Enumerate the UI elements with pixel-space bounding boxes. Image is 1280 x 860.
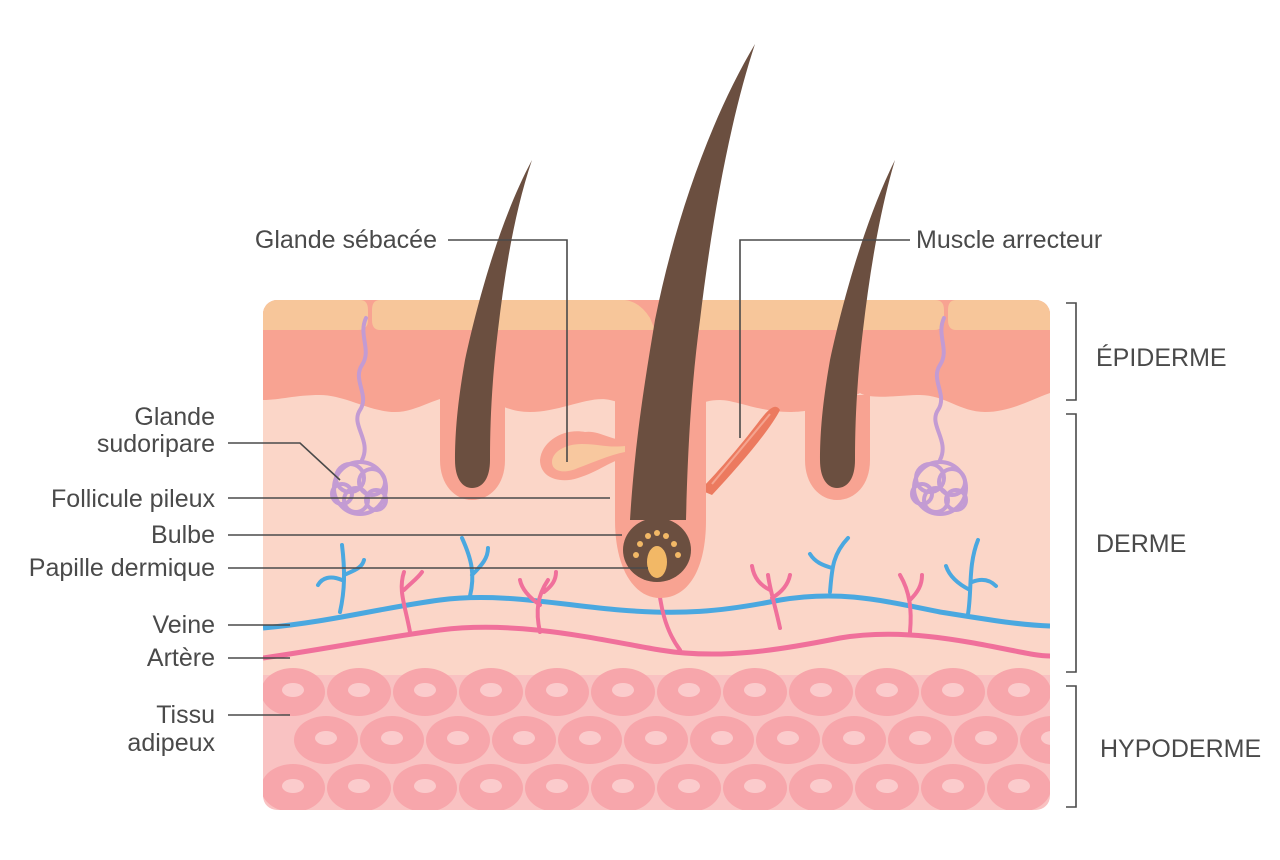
fat-cell-nucleus <box>546 779 568 793</box>
label-arrector-muscle: Muscle arrecteur <box>916 226 1102 254</box>
fat-cell-nucleus <box>513 731 535 745</box>
label-adipose-line1: Tissu <box>156 701 215 729</box>
fat-cell-nucleus <box>810 683 832 697</box>
dermal-papilla <box>647 546 667 578</box>
label-vein: Veine <box>152 611 215 639</box>
fat-cell-nucleus <box>711 731 733 745</box>
label-bulb: Bulbe <box>151 521 215 549</box>
fat-cell-nucleus <box>447 731 469 745</box>
fat-cell-nucleus <box>348 779 370 793</box>
fat-cell-nucleus <box>678 683 700 697</box>
sweat-gland-left <box>330 316 388 516</box>
layer-label-dermis: DERME <box>1096 530 1186 558</box>
skin-block <box>263 300 1117 812</box>
fat-cell-nucleus <box>1074 779 1096 793</box>
hypodermis-bracket <box>1066 685 1077 808</box>
hair-shaft-central <box>630 44 755 520</box>
fat-cell-nucleus <box>480 683 502 697</box>
fat-cell-nucleus <box>480 779 502 793</box>
epidermis-bracket <box>1066 302 1077 401</box>
fat-cell-nucleus <box>843 731 865 745</box>
fat-cell-nucleus <box>381 731 403 745</box>
fat-cell-nucleus <box>744 683 766 697</box>
leader-lines <box>228 239 910 716</box>
fat-cell-nucleus <box>414 683 436 697</box>
fat-cell-nucleus <box>876 779 898 793</box>
fat-cell <box>1053 764 1117 812</box>
fat-cell-nucleus <box>942 683 964 697</box>
vein <box>263 593 1050 631</box>
fat-cell-nucleus <box>645 731 667 745</box>
fat-cell-nucleus <box>942 779 964 793</box>
label-sebaceous-gland: Glande sébacée <box>255 226 437 254</box>
fat-cell-nucleus <box>909 731 931 745</box>
fat-cell-nucleus <box>348 683 370 697</box>
fat-cell-nucleus <box>876 683 898 697</box>
fat-cell-nucleus <box>579 731 601 745</box>
layer-brackets <box>1066 302 1077 808</box>
fat-cell-nucleus <box>315 731 337 745</box>
fat-cell-nucleus <box>612 683 634 697</box>
label-dermal-papilla: Papille dermique <box>29 554 215 582</box>
layer-label-hypodermis: HYPODERME <box>1100 735 1261 763</box>
sweat-gland-right <box>910 316 968 516</box>
artery-branches <box>399 564 924 652</box>
hair-shaft-left <box>455 160 532 488</box>
fat-cell-nucleus <box>546 683 568 697</box>
label-adipose-line2: adipeux <box>127 729 215 757</box>
fat-cell-nucleus <box>612 779 634 793</box>
fat-cell-nucleus <box>282 779 304 793</box>
label-artery: Artère <box>147 644 215 672</box>
layer-label-epidermis: ÉPIDERME <box>1096 343 1227 372</box>
fat-cell-nucleus <box>1074 683 1096 697</box>
adipose-tissue <box>263 668 1117 812</box>
fat-cell-nucleus <box>744 779 766 793</box>
fat-cell-nucleus <box>282 683 304 697</box>
dermis-bracket <box>1066 413 1077 673</box>
hair-shaft-right <box>820 160 895 488</box>
fat-cell-nucleus <box>810 779 832 793</box>
fat-cell-nucleus <box>975 731 997 745</box>
fat-cell-nucleus <box>1041 731 1050 745</box>
fat-cell-nucleus <box>777 731 799 745</box>
fat-cell-nucleus <box>414 779 436 793</box>
artery <box>263 624 1050 661</box>
label-hair-follicle: Follicule pileux <box>51 485 215 513</box>
vein-branches <box>316 536 998 616</box>
fat-cell <box>1020 716 1050 764</box>
fat-cell-nucleus <box>1008 779 1030 793</box>
fat-cell <box>1053 668 1117 716</box>
label-sweat-gland-line1: Glande <box>134 403 215 431</box>
label-sweat-gland-line2: sudoripare <box>97 430 215 458</box>
fat-cell-nucleus <box>1008 683 1030 697</box>
fat-cell-nucleus <box>678 779 700 793</box>
melanocytes <box>633 530 681 558</box>
